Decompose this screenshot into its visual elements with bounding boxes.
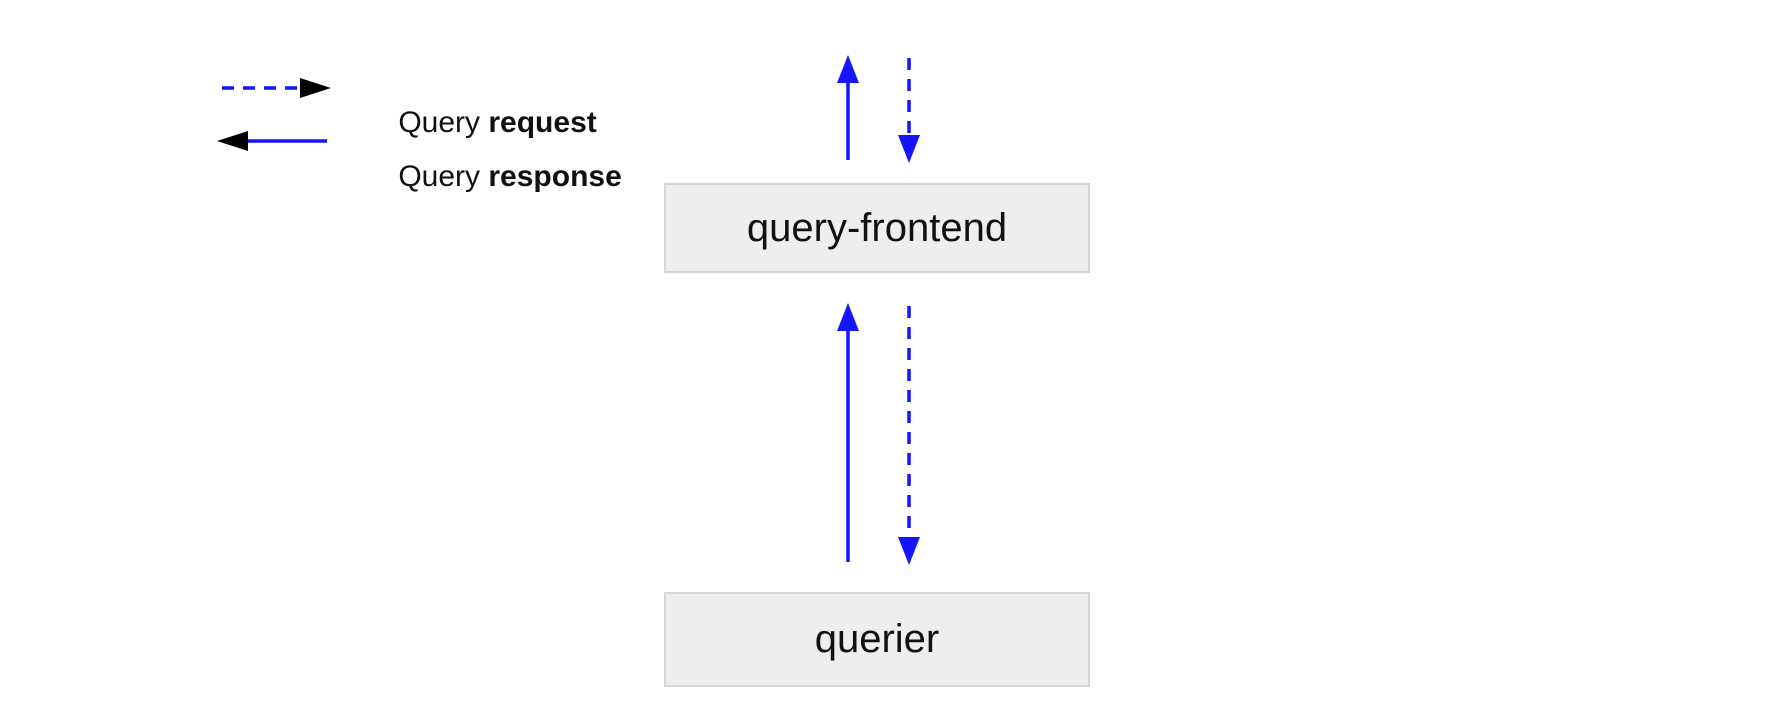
request-arrow-top-dashed-down <box>898 58 920 163</box>
node-querier-label: querier <box>814 617 940 661</box>
request-arrow-mid-dashed-down <box>898 306 920 565</box>
node-querier: querier <box>664 592 1090 687</box>
legend-request-label-bold: request <box>488 106 597 139</box>
legend-response-label: Query response <box>365 124 622 229</box>
node-query-frontend-label: query-frontend <box>746 205 1008 250</box>
node-query-frontend: query-frontend <box>664 183 1090 273</box>
legend-response-label-bold: response <box>488 160 622 193</box>
response-arrow-mid-solid-up <box>837 303 859 562</box>
legend-request-arrow-icon <box>222 78 331 98</box>
legend-response-arrow-icon <box>217 131 327 151</box>
legend-response-label-normal: Query <box>398 160 489 193</box>
legend-request-label-normal: Query <box>398 106 489 139</box>
response-arrow-top-solid-up <box>837 55 859 160</box>
legend-request-label: Query request <box>365 70 597 175</box>
